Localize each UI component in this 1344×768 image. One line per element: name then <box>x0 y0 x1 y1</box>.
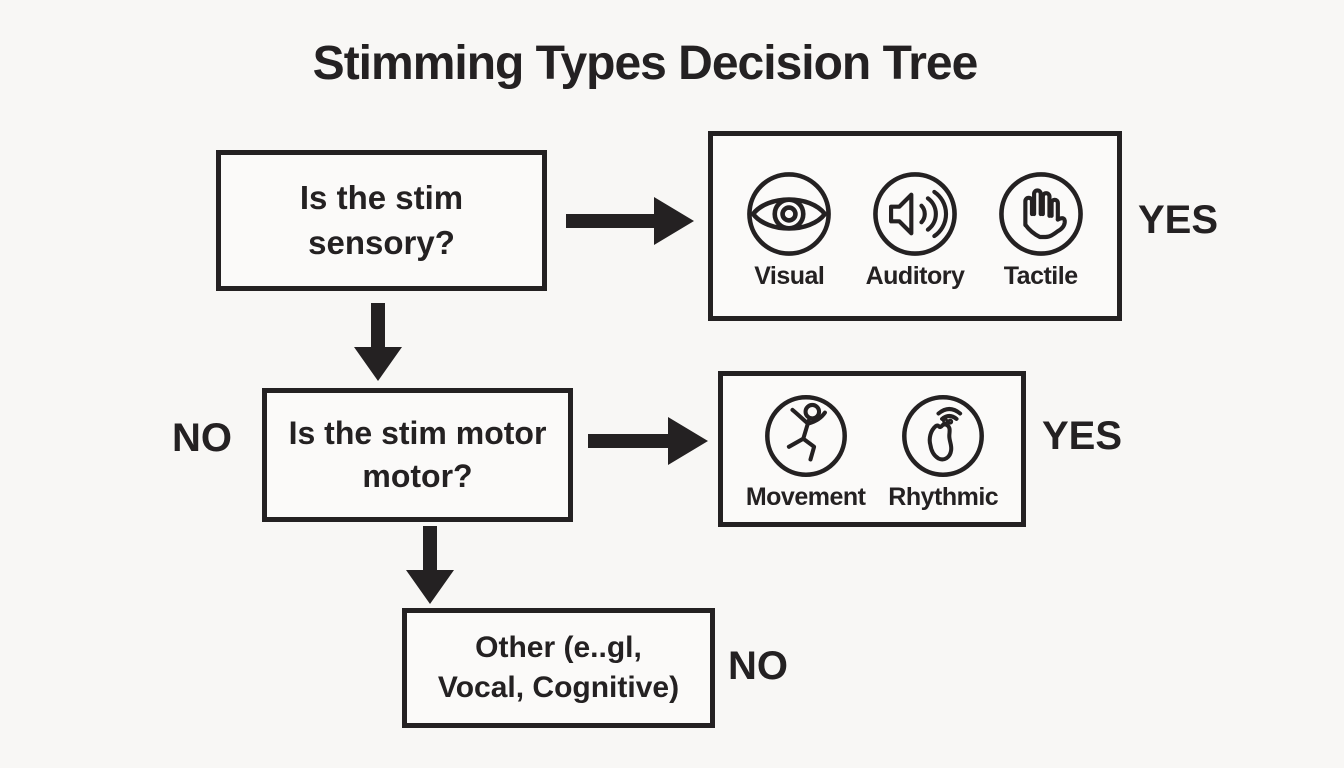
motor-item-label: Movement <box>745 482 866 511</box>
motor-item-label: Rhythmic <box>888 482 999 511</box>
outcome-box-other: Other (e..gl, Vocal, Cognitive) <box>402 608 715 728</box>
dancing-person-icon <box>764 394 847 477</box>
sensory-item-visual: Visual <box>743 168 835 291</box>
outcome-text-other: Other (e..gl, Vocal, Cognitive) <box>437 630 680 705</box>
branch-label-yes-motor: YES <box>1042 414 1123 458</box>
arrow-down-motor-no-icon <box>406 526 454 604</box>
speaker-icon <box>873 171 957 256</box>
sensory-item-label: Auditory <box>865 261 965 290</box>
question-text-sensory: Is the stim sensory? <box>299 178 464 261</box>
arrow-right-motor-yes-icon <box>588 417 708 465</box>
sensory-types-panel: Visual Auditory Tactile <box>708 131 1122 321</box>
question-box-sensory: Is the stim sensory? <box>216 150 547 291</box>
sensory-item-tactile: Tactile <box>995 168 1087 291</box>
motor-item-movement: Movement <box>746 391 866 512</box>
sensory-item-label: Tactile <box>1003 261 1078 290</box>
diagram-title: Stimming Types Decision Tree <box>312 37 979 90</box>
tapping-foot-icon <box>902 394 985 477</box>
sensory-item-label: Visual <box>754 261 825 290</box>
motor-item-rhythmic: Rhythmic <box>888 391 999 512</box>
eye-icon <box>747 171 832 256</box>
hand-icon <box>998 171 1083 256</box>
arrow-right-sensory-yes-icon <box>566 197 694 245</box>
branch-label-yes-sensory: YES <box>1138 198 1219 242</box>
motor-types-panel: Movement Rhythmic <box>718 371 1026 527</box>
question-box-motor: Is the stim motor motor? <box>262 388 573 522</box>
sensory-item-auditory: Auditory <box>866 168 965 291</box>
branch-label-no-sensory: NO <box>172 416 232 460</box>
branch-label-no-other: NO <box>728 644 788 688</box>
arrow-down-sensory-no-icon <box>354 303 402 381</box>
question-text-motor: Is the stim motor motor? <box>288 414 547 494</box>
